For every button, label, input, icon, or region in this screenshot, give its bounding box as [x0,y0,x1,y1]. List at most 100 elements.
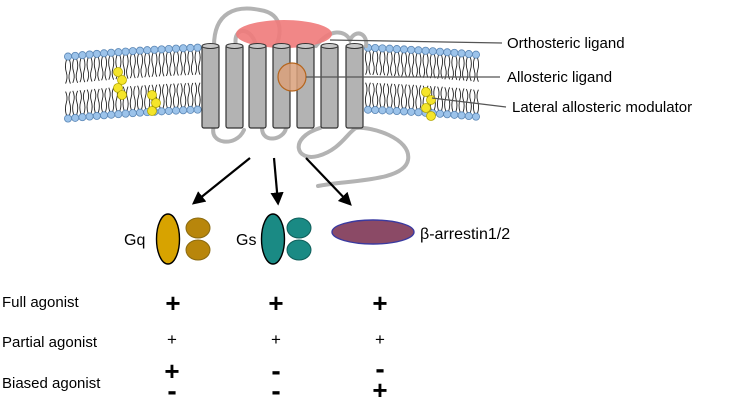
lipid-head [385,106,394,115]
lipid-head [92,49,101,58]
lipid-tail [364,51,368,75]
lipid-head [193,105,202,114]
partial-agonist-label: Partial agonist [2,334,98,351]
lipid-head [121,109,130,118]
lipid-head [407,45,416,54]
lipid-tail [90,57,93,82]
biased-gq-sign-bottom: - [167,375,176,400]
lipid-tail [418,85,422,109]
lipid-tail [72,59,75,84]
lipid-head [450,48,459,57]
lipid-tail [198,82,201,107]
partial-gs-sign: + [271,330,281,349]
lipid-head [128,47,137,56]
lipid-head [471,112,480,121]
lipid-head [392,107,401,116]
lipid-tail [440,55,444,79]
lipid-tail [72,90,75,115]
lipid-tail [169,83,172,108]
lipid-head [399,107,408,116]
lipid-head [371,43,380,52]
lipid-tail [404,52,408,77]
lipid-head [171,44,180,53]
lipid-tail [183,51,187,76]
lipid-head [457,111,466,120]
lipid-tail [75,90,79,115]
lipid-tail [451,87,454,112]
lipid-tail [100,88,104,112]
cholesterol-right [421,87,436,121]
lipid-tail [458,88,462,113]
lipid-head [471,50,480,59]
lipid-tail [180,83,183,107]
lipid-head [78,51,87,60]
lipid-tail [472,58,476,82]
lipid-head [157,45,166,54]
lipid-tail [198,51,201,75]
lipid-tail [364,82,368,107]
gs-label: Gs [236,232,256,249]
lipid-tail [397,83,400,108]
lipid-tail [426,54,429,78]
lipid-tail [64,59,68,84]
lipid-tail [386,83,390,108]
lipid-tail [108,87,111,112]
lipid-tail [122,54,126,79]
lipid-tail [469,88,472,113]
lipid-tail [476,89,480,114]
lipid-tail [411,53,415,78]
biased-agonist-label: Biased agonist [2,375,101,392]
lipid-tail [400,84,404,109]
lipid-tail [68,91,72,116]
lipid-head [100,111,109,120]
lateral-allosteric-modulator-label: Lateral allosteric modulator [512,99,692,116]
lipid-head [407,107,416,116]
lipid-tail [140,54,144,78]
lipid-tail [415,85,418,109]
lipid-tail [476,58,480,82]
lipid-tail [436,55,440,79]
lipid-tail [465,57,469,82]
lipid-head [135,108,144,117]
lipid-tail [180,51,183,76]
lipid-tail [472,89,476,114]
cholesterol-mid [147,90,161,116]
lipid-head [428,47,437,56]
lipid-tail [433,54,436,79]
lipid-tail [86,57,90,82]
lipid-tail [418,53,422,78]
lipid-head [85,112,94,121]
lipid-tail [93,57,97,82]
lipid-head [64,52,73,61]
lipid-tail [162,52,165,77]
lipid-head [435,47,444,56]
lipid-tail [454,87,458,112]
lipid-tail [147,53,151,78]
lipid-head [157,107,166,116]
lipid-tail [86,89,90,114]
lipid-tail [397,52,400,77]
lipid-head [186,43,195,52]
lipid-tail [390,83,393,108]
lipid-tail [444,55,447,80]
lipid-tail [408,84,411,109]
gs-protein [260,213,312,265]
lipid-head [64,114,73,123]
lipid-tail [400,52,404,77]
gq-protein [155,213,211,265]
lipid-tail [390,52,393,76]
lipid-tail [126,86,129,111]
lipid-tail [375,82,379,107]
lipid-tail [375,51,379,76]
lipid-tail [422,54,426,78]
lipid-head [186,105,195,114]
lipid-tail [372,51,375,76]
lipid-head [71,51,80,60]
lipid-tail [408,53,411,78]
lipid-head [371,105,380,114]
lipid-head [378,106,387,115]
lipid-head [171,106,180,115]
lipid-tail [144,84,147,109]
lipid-head [378,44,387,53]
lipid-tail [379,51,382,76]
